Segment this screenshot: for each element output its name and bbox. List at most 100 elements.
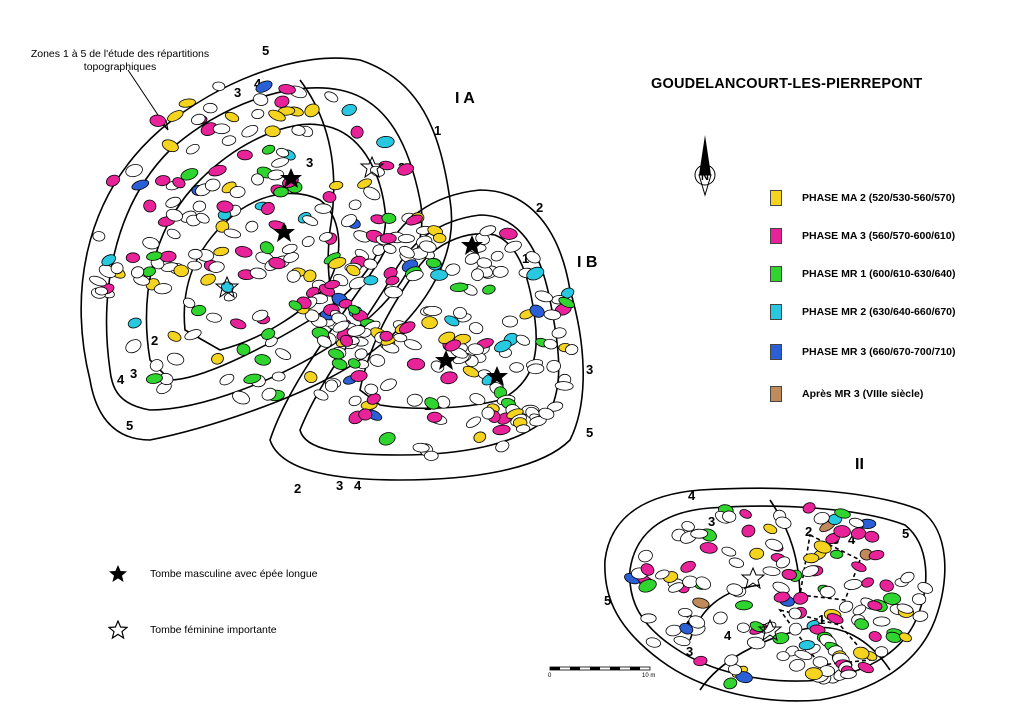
grave-oval [251, 108, 265, 120]
grave-oval [339, 334, 354, 347]
grave-oval [406, 393, 423, 407]
grave-oval [695, 576, 712, 590]
grave-oval [525, 251, 541, 264]
svg-text:3: 3 [336, 478, 343, 493]
grave-oval [699, 542, 718, 554]
svg-text:2: 2 [151, 333, 158, 348]
scale-bar [549, 666, 651, 671]
grave-oval [678, 607, 693, 618]
grave-oval [735, 600, 753, 611]
grave-oval [127, 317, 142, 329]
grave-oval [304, 371, 318, 384]
grave-oval [526, 266, 545, 281]
svg-text:2: 2 [805, 524, 812, 539]
svg-text:3: 3 [234, 85, 241, 100]
grave-oval [736, 622, 750, 633]
grave-oval [558, 296, 575, 309]
grave-oval [172, 177, 186, 189]
grave-oval [369, 354, 386, 367]
grave-oval [468, 322, 484, 335]
grave-oval [167, 331, 182, 342]
grave-oval [854, 618, 869, 630]
grave-oval [724, 654, 739, 667]
grave-oval [281, 243, 298, 254]
grave-oval [495, 440, 510, 453]
grave-oval [640, 563, 655, 576]
legend-item: PHASE MR 2 (630/640-660/670) [770, 302, 956, 322]
grave-oval [234, 246, 253, 258]
grave-oval [241, 125, 259, 138]
scale-end: 10 m [642, 673, 656, 679]
scale-start: 0 [548, 673, 552, 679]
grave-oval [245, 220, 259, 233]
grave-oval [482, 284, 496, 295]
legend-item: PHASE MA 2 (520/530-560/570) [770, 188, 955, 208]
grave-oval [848, 517, 865, 528]
grave-oval [203, 102, 218, 114]
grave-oval [424, 450, 439, 461]
grave-oval [182, 297, 196, 309]
grave-oval [255, 80, 273, 93]
grave-oval [776, 651, 790, 661]
legend-label: PHASE MR 1 (600/610-630/640) [802, 268, 956, 280]
grave-oval [130, 266, 145, 279]
grave-oval [693, 655, 708, 667]
grave-oval [397, 234, 415, 244]
grave-oval [324, 91, 339, 103]
grave-oval [857, 662, 874, 674]
grave-oval [271, 371, 286, 382]
grave-oval [833, 525, 851, 538]
grave-oval [303, 269, 317, 283]
grave-oval [268, 109, 286, 122]
svg-text:4: 4 [354, 478, 362, 493]
grave-oval [393, 333, 408, 343]
grave-oval [851, 561, 867, 572]
grave-oval [94, 286, 108, 296]
grave-oval [153, 283, 173, 295]
grave-oval [527, 363, 545, 375]
svg-text:4: 4 [848, 532, 856, 547]
legend-swatch [770, 304, 782, 320]
grave-oval [328, 348, 345, 360]
grave-oval [481, 406, 495, 420]
sector-label-ia: I A [455, 90, 475, 107]
grave-oval [350, 125, 364, 139]
symbol-legend-male: Tombe masculine avec épée longue [108, 564, 318, 584]
svg-text:4: 4 [724, 628, 732, 643]
grave-oval [830, 549, 844, 559]
grave-oval [668, 582, 684, 593]
grave-oval [105, 174, 121, 187]
grave-oval [146, 251, 163, 261]
grave-oval [288, 300, 303, 311]
grave-oval [453, 306, 467, 320]
grave-oval [316, 335, 332, 348]
legend-label: PHASE MA 2 (520/530-560/570) [802, 192, 956, 204]
grave-oval [490, 250, 504, 262]
grave-oval [89, 275, 107, 287]
grave-oval [131, 179, 150, 191]
grave-oval [673, 636, 691, 647]
grave-oval [302, 215, 319, 226]
grave-oval [385, 275, 400, 286]
grave-oval [348, 199, 362, 211]
grave-oval [271, 157, 290, 168]
grave-oval [405, 214, 423, 226]
grave-oval [328, 257, 347, 269]
svg-text:5: 5 [262, 43, 269, 58]
grave-oval [917, 582, 933, 594]
grave-oval [788, 622, 803, 636]
grave-oval [274, 95, 290, 108]
grave-oval [379, 233, 397, 244]
grave-oval [206, 312, 222, 323]
svg-text:4: 4 [117, 372, 125, 387]
grave-oval [291, 125, 306, 136]
grave-oval [681, 521, 695, 532]
male-tomb-star-icon [280, 168, 302, 188]
grave-oval [325, 379, 338, 393]
grave-oval [529, 416, 547, 427]
grave-oval [688, 615, 706, 629]
svg-text:3: 3 [708, 514, 715, 529]
grave-oval [492, 266, 509, 278]
grave-oval [492, 424, 511, 436]
grave-oval [912, 610, 929, 622]
